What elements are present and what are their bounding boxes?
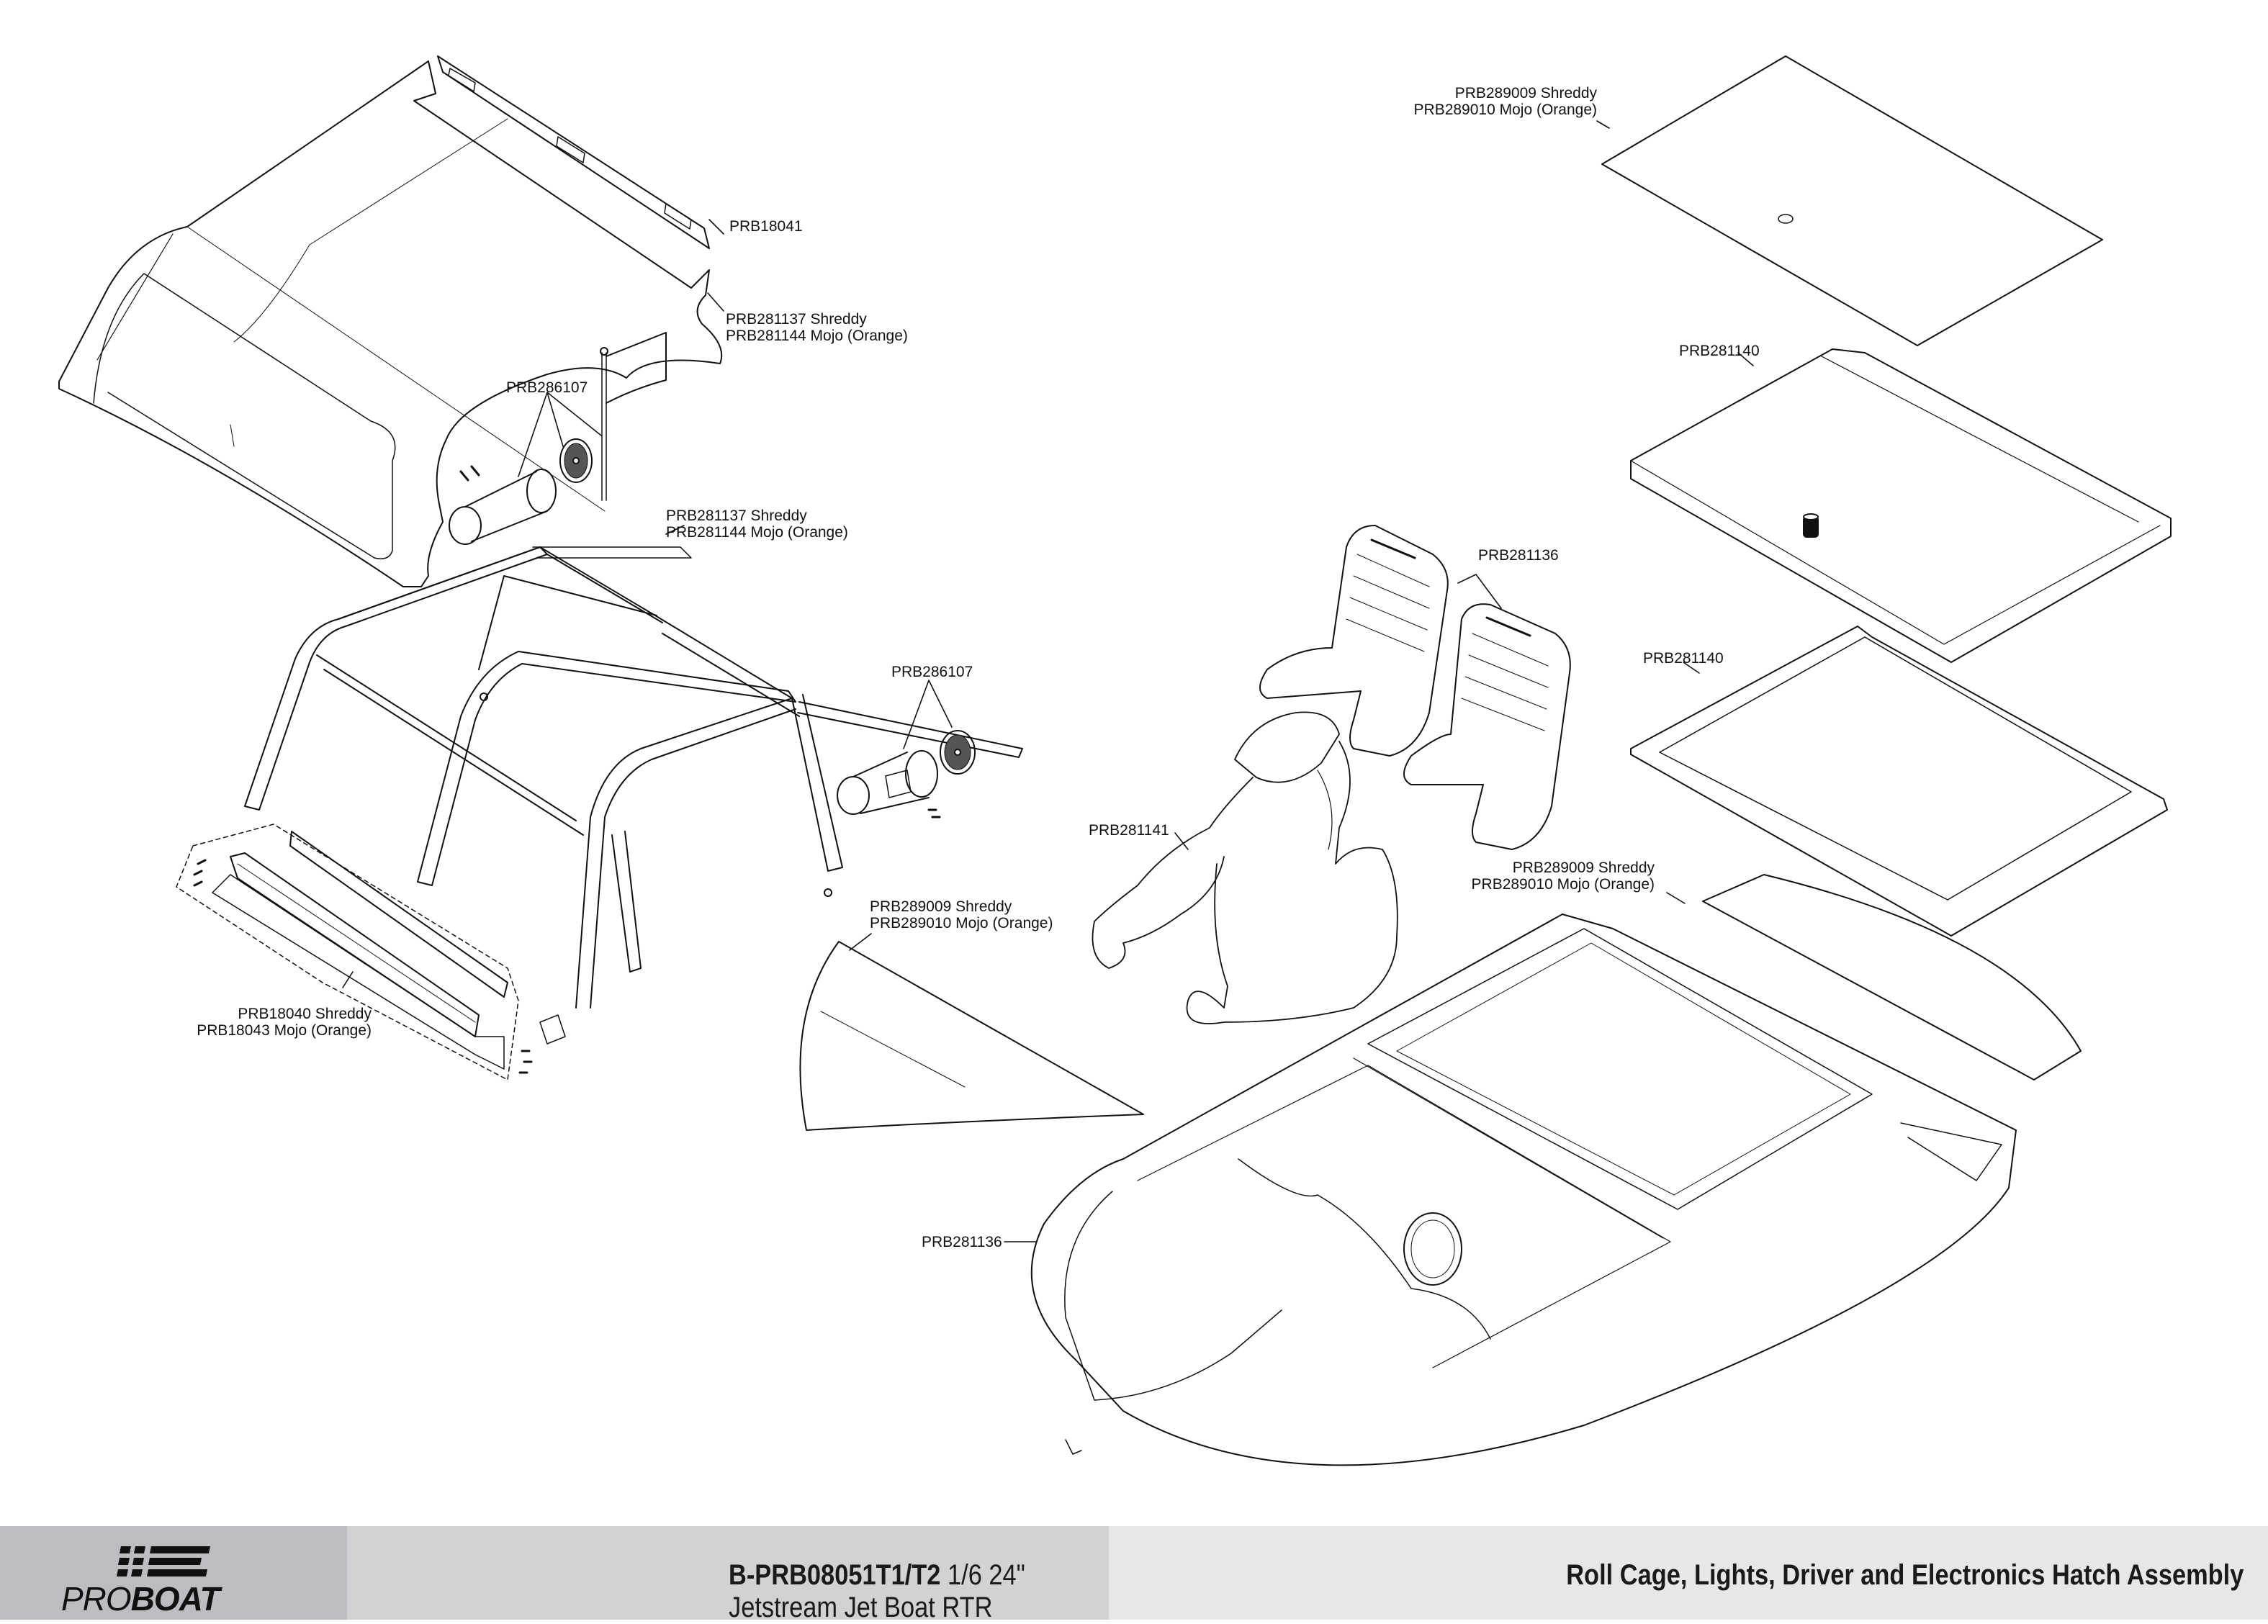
- model-title: B-PRB08051T1/T2 1/6 24" Jetstream Jet Bo…: [729, 1559, 1056, 1624]
- part-label-light-bar: PRB18040 Shreddy PRB18043 Mojo (Orange): [187, 1006, 372, 1039]
- part-number: PRB289010 Mojo (Orange): [870, 915, 1053, 931]
- part-number: PRB289009 Shreddy: [1512, 860, 1655, 876]
- part-label-driver-figure: PRB281141: [1089, 822, 1169, 839]
- part-label-deck-decal: PRB289009 Shreddy PRB289010 Mojo (Orange…: [1462, 860, 1655, 893]
- driver-figure-drawing: [1092, 711, 1398, 1024]
- part-number: PRB281136: [1478, 547, 1559, 564]
- part-number: PRB281140: [1679, 343, 1760, 359]
- part-number: PRB18041: [729, 218, 803, 235]
- brand-wordmark: PROBOAT: [61, 1579, 220, 1618]
- part-number: PRB281144 Mojo (Orange): [726, 328, 908, 344]
- roll-cage-drawing: [244, 546, 1023, 1009]
- part-number: PRB289009 Shreddy: [1454, 85, 1597, 102]
- seats-drawing: [1259, 525, 1571, 850]
- section-title: Roll Cage, Lights, Driver and Electronic…: [1565, 1559, 2244, 1591]
- part-number: PRB18040 Shreddy: [238, 1006, 372, 1022]
- section-title-cell: Roll Cage, Lights, Driver and Electronic…: [1109, 1526, 2268, 1620]
- title-block: PROBOAT B-PRB08051T1/T2 1/6 24" Jetstrea…: [0, 1526, 2268, 1623]
- speaker-upper-drawing: [449, 438, 593, 545]
- exploded-view-diagram: PRB18041 PRB281137 Shreddy PRB281144 Moj…: [58, 55, 2172, 1466]
- flag-antenna-drawing: [600, 332, 667, 501]
- speaker-lower-drawing: [837, 730, 976, 818]
- windscreen-decal-drawing: [799, 941, 1144, 1131]
- part-number: PRB281141: [1089, 822, 1169, 839]
- part-number: PRB289010 Mojo (Orange): [1471, 876, 1655, 893]
- top-decal-panel-drawing: [1601, 55, 2103, 346]
- part-number: PRB286107: [506, 379, 588, 396]
- part-label-canopy-top: PRB281137 Shreddy PRB281144 Mojo (Orange…: [726, 311, 908, 344]
- part-label-cage-crossbar: PRB281137 Shreddy PRB281144 Mojo (Orange…: [666, 508, 848, 541]
- leader-lines: [342, 120, 1754, 1242]
- part-number: PRB18043 Mojo (Orange): [197, 1022, 372, 1039]
- part-number: PRB281137 Shreddy: [726, 311, 867, 328]
- part-label-windscreen-decal: PRB289009 Shreddy PRB289010 Mojo (Orange…: [870, 898, 1053, 931]
- model-title-cell: B-PRB08051T1/T2 1/6 24" Jetstream Jet Bo…: [347, 1526, 1109, 1623]
- part-number: PRB281144 Mojo (Orange): [666, 524, 848, 541]
- part-label-top-decal: PRB289009 Shreddy PRB289010 Mojo (Orange…: [1404, 85, 1597, 118]
- part-number: PRB281137 Shreddy: [666, 508, 807, 524]
- part-number: PRB281140: [1643, 650, 1724, 667]
- brand-prefix: PRO: [61, 1580, 132, 1618]
- brand-logo: PROBOAT: [0, 1526, 347, 1620]
- deck-decal-drawing: [1702, 874, 2082, 1081]
- hatch-gasket-drawing: [1630, 626, 2168, 937]
- proboat-logo-icon: [117, 1546, 210, 1576]
- part-label-hatch-cover: PRB281140: [1679, 343, 1760, 359]
- part-label-speaker-lower: PRB286107: [891, 664, 973, 680]
- hull-deck-drawing: [1030, 914, 2017, 1466]
- canopy-drawing: [58, 55, 723, 587]
- model-name: 1/6 24" Jetstream Jet Boat RTR: [729, 1559, 1025, 1623]
- part-label-seats: PRB281136: [1478, 547, 1559, 564]
- part-number: PRB289009 Shreddy: [870, 898, 1012, 915]
- model-code: B-PRB08051T1/T2: [729, 1559, 941, 1591]
- part-label-hull-deck: PRB281136: [922, 1234, 1002, 1250]
- hatch-cover-drawing: [1630, 348, 2172, 663]
- part-number: PRB286107: [891, 664, 973, 680]
- part-number: PRB289010 Mojo (Orange): [1413, 102, 1597, 118]
- part-label-speaker-upper: PRB286107: [506, 379, 588, 396]
- light-bar-drawing: [176, 824, 566, 1081]
- brand-suffix: BOAT: [130, 1580, 220, 1618]
- part-label-roof-panel-bar: PRB18041: [729, 218, 803, 235]
- part-number: PRB281136: [922, 1234, 1002, 1250]
- part-label-hatch-gasket: PRB281140: [1643, 650, 1724, 667]
